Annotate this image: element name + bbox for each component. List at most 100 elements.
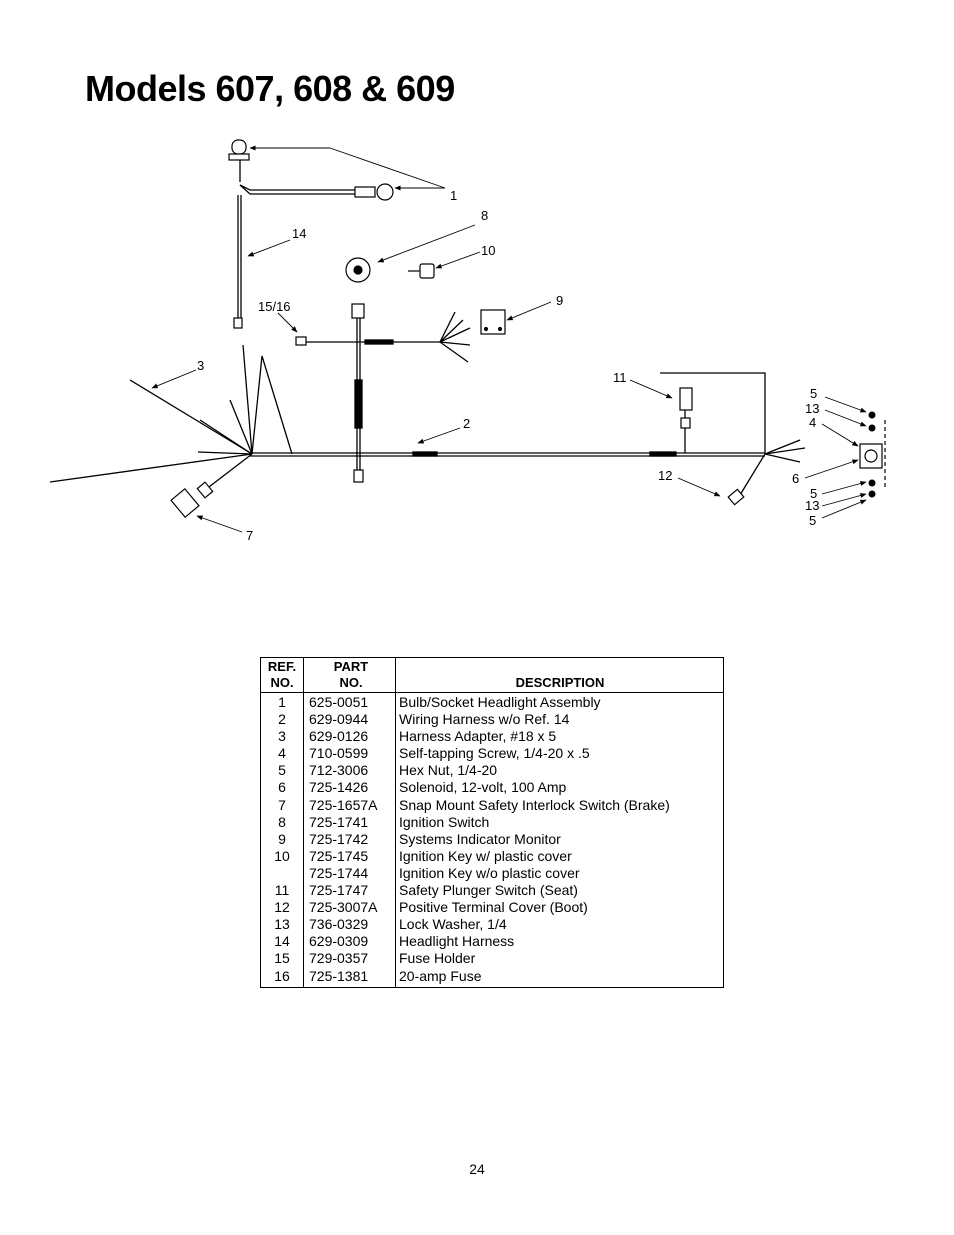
header-part-line1: PART [333, 659, 369, 674]
headlight-bulb-upper [228, 139, 250, 161]
leader-lines [151, 145, 867, 533]
callout-2: 2 [463, 416, 470, 431]
ref-cell: 14 [260, 933, 304, 951]
description-cell: Ignition Key w/o plastic cover [399, 864, 580, 881]
terminal-boot [727, 488, 745, 506]
header-ref-line1: REF. [267, 659, 297, 674]
header-part-line2: NO. [339, 675, 363, 690]
part-no-cell: 725-1426 [303, 779, 396, 797]
harness-connector [233, 303, 365, 483]
callout-14: 14 [292, 226, 306, 241]
description-cell: Positive Terminal Cover (Boot) [399, 899, 588, 916]
callout-5-c: 5 [809, 513, 816, 528]
description-cell: Fuse Holder [399, 950, 476, 967]
callout-15-16: 15/16 [258, 299, 291, 314]
description-cell: Safety Plunger Switch (Seat) [399, 882, 578, 899]
ref-cell: 11 [260, 882, 304, 900]
ref-cell: 6 [260, 779, 304, 797]
header-description: DESCRIPTION [395, 657, 724, 693]
seat-switch [679, 387, 693, 429]
part-no-cell: 712-3006 [303, 762, 396, 780]
part-no-cell: 629-0309 [303, 933, 396, 951]
systems-indicator-monitor [480, 309, 506, 335]
ref-cell: 2 [260, 711, 304, 729]
ref-cell: 9 [260, 830, 304, 848]
callout-12: 12 [658, 468, 672, 483]
part-no-cell: 629-0944 [303, 711, 396, 729]
description-cell: Ignition Key w/ plastic cover [399, 847, 572, 864]
header-ref-no: REF. NO. [260, 657, 304, 693]
description-cell: Wiring Harness w/o Ref. 14 [399, 711, 570, 728]
description-cell: Solenoid, 12-volt, 100 Amp [399, 779, 567, 796]
description-cell: Bulb/Socket Headlight Assembly [399, 694, 601, 710]
ref-cell: 7 [260, 796, 304, 814]
part-no-cell: 725-1381 [303, 967, 396, 988]
headlight-bulb-right [354, 183, 394, 201]
callout-13-a: 13 [805, 401, 819, 416]
table-header-row: REF. NO. PART NO. DESCRIPTION [260, 657, 724, 693]
part-no-cell: 725-3007A [303, 899, 396, 917]
ignition-switch [345, 257, 371, 283]
description-cell: 20-amp Fuse [399, 967, 482, 984]
page-title: Models 607, 608 & 609 [85, 68, 455, 109]
main-harness [49, 311, 806, 496]
ref-cell: 10 [260, 847, 304, 865]
callout-7: 7 [246, 528, 253, 543]
callout-9: 9 [556, 293, 563, 308]
ref-cell [260, 864, 304, 883]
header-ref-line2: NO. [270, 675, 294, 690]
callout-1: 1 [450, 188, 457, 203]
description-cell: Snap Mount Safety Interlock Switch (Brak… [399, 796, 670, 813]
callout-4: 4 [809, 415, 816, 430]
ref-cell: 16 [260, 967, 304, 988]
callout-10: 10 [481, 243, 495, 258]
callout-8: 8 [481, 208, 488, 223]
ref-cell: 1 [260, 692, 304, 712]
description-cell: Headlight Harness [399, 933, 515, 950]
description-cell: Lock Washer, 1/4 [399, 916, 507, 933]
ref-cell: 4 [260, 745, 304, 763]
callout-5-b: 5 [810, 486, 817, 501]
ref-cell: 5 [260, 762, 304, 780]
brake-interlock-switch [170, 481, 214, 519]
hardware-nuts [868, 411, 876, 498]
callout-13-b: 13 [805, 498, 819, 513]
page-number: 24 [469, 1161, 485, 1177]
ref-cell: 3 [260, 728, 304, 746]
callout-11: 11 [613, 370, 627, 385]
part-no-cell: 725-1747 [303, 882, 396, 900]
part-no-cell: 725-1657A [303, 796, 396, 814]
description-cell: Self-tapping Screw, 1/4-20 x .5 [399, 745, 590, 762]
ignition-key [408, 263, 435, 279]
wiring-diagram: 1 8 10 14 15/16 9 3 11 2 5 13 4 6 12 5 1… [49, 139, 886, 543]
part-no-cell: 710-0599 [303, 745, 396, 763]
description-cell: Hex Nut, 1/4-20 [399, 762, 498, 779]
headlight-harness [237, 160, 355, 318]
part-no-cell: 725-1745 [303, 847, 396, 865]
header-part-no: PART NO. [303, 657, 396, 693]
ref-cell: 12 [260, 899, 304, 917]
part-no-cell: 725-1741 [303, 813, 396, 831]
ref-cell: 13 [260, 916, 304, 934]
callout-5-a: 5 [810, 386, 817, 401]
part-no-cell: 629-0126 [303, 728, 396, 746]
part-no-cell: 725-1742 [303, 830, 396, 848]
ref-cell: 8 [260, 813, 304, 831]
callout-6: 6 [792, 471, 799, 486]
